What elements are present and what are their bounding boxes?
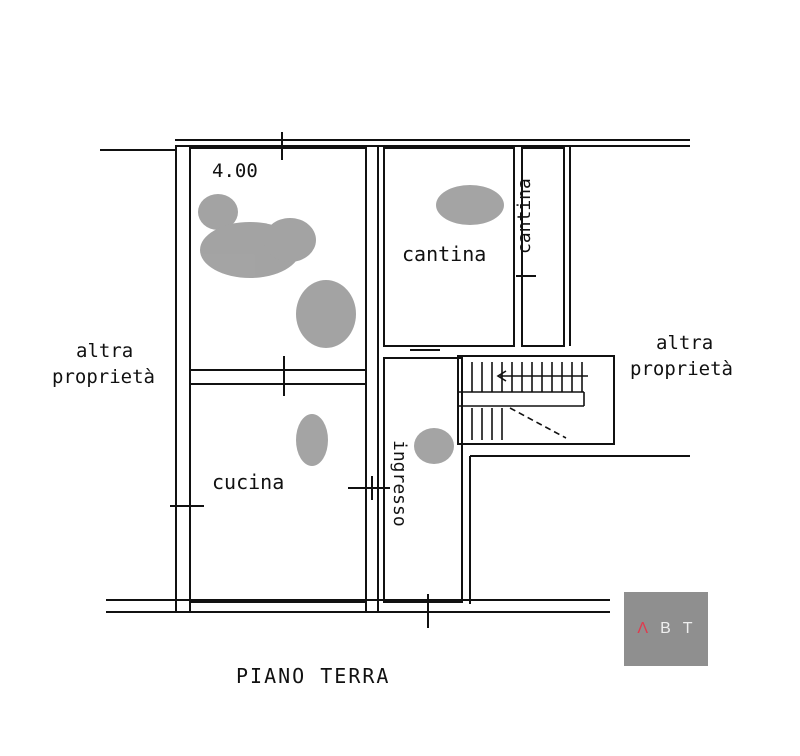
- neighbor-left-line1: altra: [76, 340, 134, 362]
- brand-logo: Λ B T: [624, 592, 708, 666]
- logo-letter-b: B: [660, 620, 673, 637]
- neighbor-right-line2: proprietà: [630, 358, 733, 380]
- dimension-label: 4.00: [212, 160, 258, 182]
- neighbor-left-line2: proprietà: [52, 366, 155, 388]
- room-label-cantina: cantina: [402, 242, 487, 266]
- plan-title: PIANO TERRA: [236, 664, 391, 688]
- room-label-cucina: cucina: [212, 470, 285, 494]
- logo-letter-t: T: [682, 620, 695, 637]
- room-label-cantina-narrow: cantina: [514, 178, 535, 254]
- logo-letter-a: Λ: [637, 620, 651, 637]
- room-label-ingresso: ingresso: [389, 440, 410, 527]
- neighbor-right-line1: altra: [656, 332, 714, 354]
